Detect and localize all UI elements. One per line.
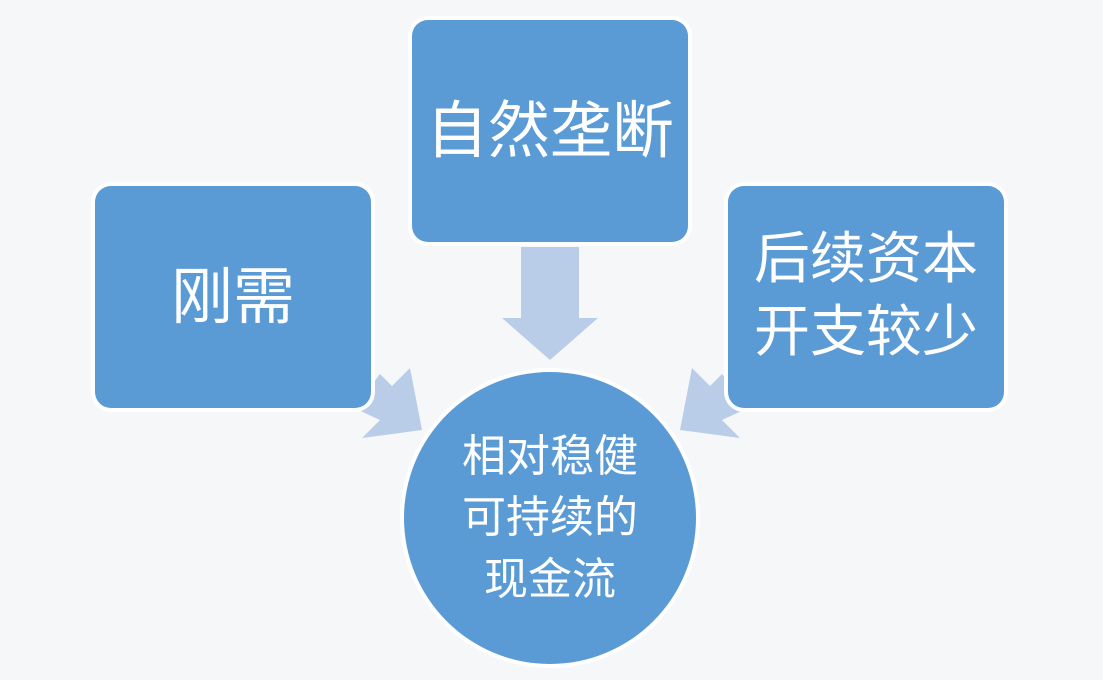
node-label: 后续资本 开支较少 [754, 227, 978, 365]
arrow-right-to-center [680, 368, 748, 438]
center-node-cash-flow: 相对稳健 可持续的 现金流 [404, 372, 696, 664]
node-low-capex: 后续资本 开支较少 [728, 186, 1004, 408]
node-label: 刚需 [170, 260, 295, 334]
center-label: 相对稳健 可持续的 现金流 [462, 430, 638, 605]
arrow-top-to-center [502, 247, 598, 360]
node-label: 自然垄断 [425, 94, 674, 168]
node-natural-monopoly: 自然垄断 [412, 20, 688, 242]
node-rigid-demand: 刚需 [95, 186, 371, 408]
arrow-left-to-center [354, 368, 422, 438]
